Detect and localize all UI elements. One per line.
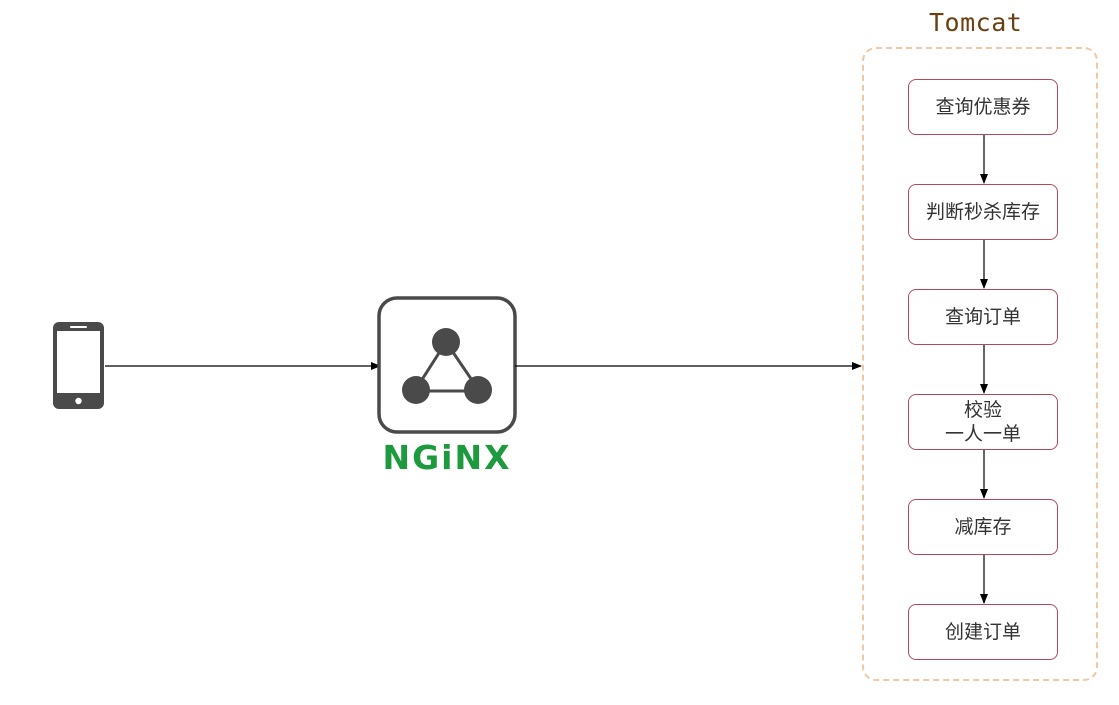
step-reduce-stock: 减库存 [908,499,1058,555]
step-query-coupon: 查询优惠券 [908,79,1058,135]
tomcat-title: Tomcat [929,8,1023,37]
nginx-triangle-nodes-icon [377,296,517,434]
step-query-order: 查询订单 [908,289,1058,345]
step-create-order: 创建订单 [908,604,1058,660]
step-check-seckill-stock: 判断秒杀库存 [908,184,1058,240]
tomcat-container [862,47,1098,681]
smartphone-icon [53,322,104,409]
step-verify-one-per-user: 校验 一人一单 [908,394,1058,450]
nginx-logo-text: NGiNX [382,438,512,477]
